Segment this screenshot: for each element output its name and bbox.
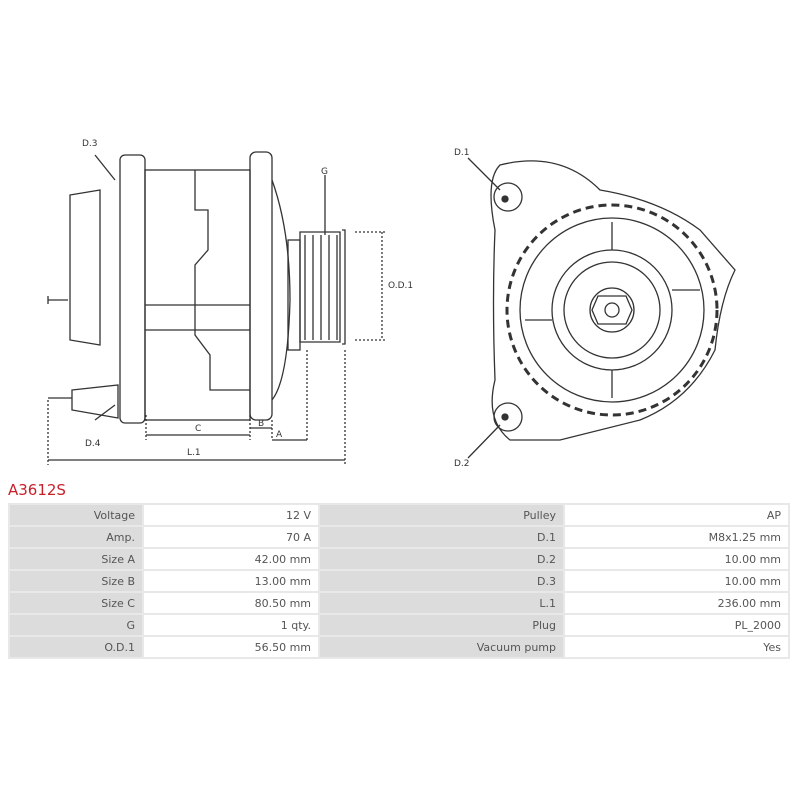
label-d3: D.3 xyxy=(82,139,98,149)
spec-label: L.1 xyxy=(320,593,563,613)
spec-value: 70 A xyxy=(144,527,318,547)
spec-label: Vacuum pump xyxy=(320,637,563,657)
spec-value: 42.00 mm xyxy=(144,549,318,569)
label-d2: D.2 xyxy=(454,459,470,469)
label-l1: L.1 xyxy=(187,448,201,458)
dimension-labels: D.3 D.4 G O.D.1 C B A L.1 D.1 D.2 xyxy=(82,139,470,469)
alternator-technical-drawing: D.3 D.4 G O.D.1 C B A L.1 D.1 D.2 xyxy=(47,139,736,469)
spec-value: M8x1.25 mm xyxy=(565,527,788,547)
spec-value: 12 V xyxy=(144,505,318,525)
label-d1: D.1 xyxy=(454,148,470,158)
spec-value: 1 qty. xyxy=(144,615,318,635)
spec-label: Size B xyxy=(10,571,142,591)
spec-label: Voltage xyxy=(10,505,142,525)
spec-value: 10.00 mm xyxy=(565,571,788,591)
spec-label: Pulley xyxy=(320,505,563,525)
spec-value: Yes xyxy=(565,637,788,657)
spec-value: 10.00 mm xyxy=(565,549,788,569)
spec-label: D.3 xyxy=(320,571,563,591)
label-d4: D.4 xyxy=(85,439,101,449)
spec-label: G xyxy=(10,615,142,635)
product-code: A3612S xyxy=(8,481,66,499)
spec-label: O.D.1 xyxy=(10,637,142,657)
spec-value: 236.00 mm xyxy=(565,593,788,613)
spec-label: Plug xyxy=(320,615,563,635)
spec-value: AP xyxy=(565,505,788,525)
spec-label: D.2 xyxy=(320,549,563,569)
label-b: B xyxy=(258,419,264,429)
label-c: C xyxy=(195,424,201,434)
spec-label: Size C xyxy=(10,593,142,613)
side-view xyxy=(47,151,385,465)
label-od1: O.D.1 xyxy=(388,281,413,291)
spec-value: 56.50 mm xyxy=(144,637,318,657)
spec-label: Amp. xyxy=(10,527,142,547)
spec-label: Size A xyxy=(10,549,142,569)
front-view xyxy=(467,157,736,459)
spec-label: D.1 xyxy=(320,527,563,547)
spec-value: PL_2000 xyxy=(565,615,788,635)
label-g: G xyxy=(321,167,328,177)
spec-value: 80.50 mm xyxy=(144,593,318,613)
spec-value: 13.00 mm xyxy=(144,571,318,591)
label-a: A xyxy=(276,430,283,440)
